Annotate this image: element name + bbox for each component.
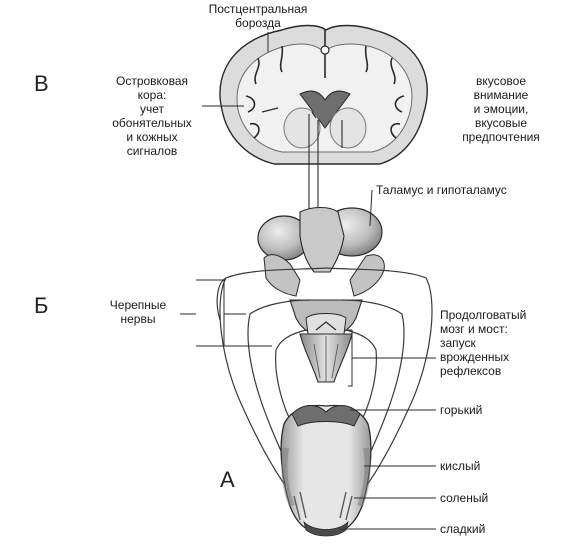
label-thalamus-hypothalamus: Таламус и гипоталамус	[376, 183, 507, 197]
label-insular-cortex: Островковая кора: учет обонятельных и ко…	[112, 74, 192, 158]
label-taste-attention: вкусовое внимание и эмоции, вкусовые пре…	[462, 74, 540, 144]
label-postcentral-sulcus: Постцентральная борозда	[208, 2, 308, 30]
label-sour: кислый	[440, 459, 481, 473]
sour-zone-right	[357, 447, 371, 508]
leader-lines	[180, 32, 436, 530]
thalamocortical-fibers	[308, 114, 343, 212]
leader-thalamus	[369, 189, 373, 227]
label-cranial-nerves: Черепные нервы	[109, 298, 167, 326]
bracket-medulla	[348, 329, 436, 387]
label-sweet: сладкий	[440, 522, 486, 536]
tongue	[280, 404, 372, 537]
brain-section	[219, 24, 428, 165]
label-medulla-pons: Продолговатый мозг и мост: запуск врожде…	[440, 308, 527, 378]
section-letter-b-cyr: В	[34, 71, 49, 96]
cortex-inner	[236, 43, 413, 153]
basal-ganglia-left	[283, 107, 321, 149]
sour-zone-left	[281, 447, 295, 508]
sweet-zone	[303, 520, 349, 537]
salty-zone	[293, 491, 353, 521]
brainstem	[289, 299, 363, 383]
bracket-cranial-nerves	[180, 279, 272, 347]
section-letter-be: Б	[34, 293, 49, 318]
sulci	[245, 45, 405, 139]
thalamus	[257, 206, 385, 297]
label-salty: соленый	[440, 491, 489, 505]
basal-ganglia-right	[329, 107, 367, 149]
lateral-ventricles	[299, 90, 351, 129]
section-letter-a: А	[220, 467, 235, 492]
label-bitter: горький	[440, 403, 483, 417]
